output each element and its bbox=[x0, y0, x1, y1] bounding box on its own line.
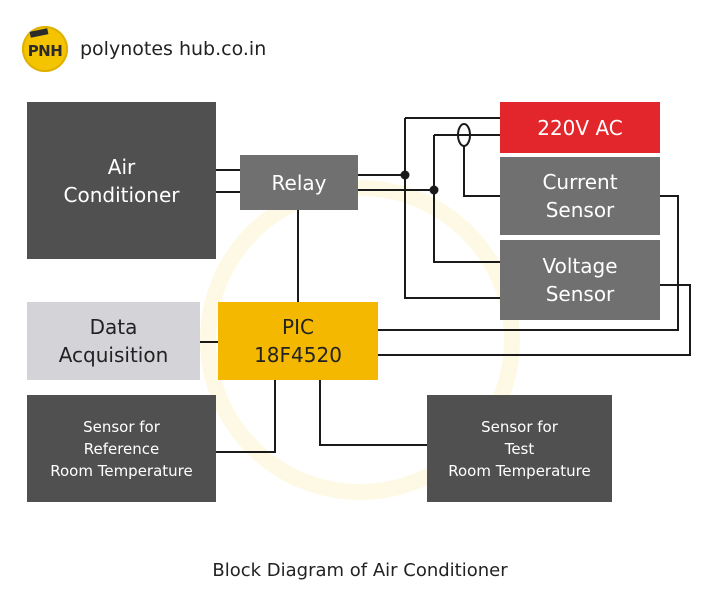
test-sensor-label-2: Test bbox=[504, 439, 535, 458]
voltage-sensor-block: Voltage Sensor bbox=[500, 240, 660, 320]
relay-block: Relay bbox=[240, 155, 358, 210]
wire-bus-right bbox=[433, 135, 500, 263]
ref-sensor-label-1: Sensor for bbox=[83, 417, 160, 436]
ac-supply-label: 220V AC bbox=[537, 115, 623, 140]
test-sensor-label-3: Room Temperature bbox=[448, 461, 591, 480]
data-acquisition-label-2: Acquisition bbox=[58, 343, 169, 367]
pic-block: PIC 18F4520 bbox=[218, 302, 378, 380]
pnh-logo: PNH bbox=[22, 26, 68, 72]
reference-temp-sensor-block: Sensor for Reference Room Temperature bbox=[27, 395, 216, 502]
pic-label-2: 18F4520 bbox=[254, 343, 342, 367]
air-conditioner-label-2: Conditioner bbox=[63, 182, 180, 207]
wire-pic-current-sensor bbox=[378, 195, 679, 331]
junction-dot-2 bbox=[429, 185, 439, 195]
voltage-sensor-label-1: Voltage bbox=[542, 254, 618, 278]
diagram-caption: Block Diagram of Air Conditioner bbox=[212, 560, 508, 581]
wire-bus-left bbox=[404, 118, 500, 299]
logo-text: PNH bbox=[27, 42, 63, 60]
test-temp-sensor-block: Sensor for Test Room Temperature bbox=[427, 395, 612, 502]
pic-label-1: PIC bbox=[282, 315, 314, 339]
voltage-sensor-label-2: Sensor bbox=[545, 282, 615, 306]
test-sensor-label-1: Sensor for bbox=[481, 417, 558, 436]
data-acquisition-label-1: Data bbox=[89, 315, 138, 339]
wire-pic-ref-sensor bbox=[216, 380, 276, 453]
current-sensor-block: Current Sensor bbox=[500, 157, 660, 235]
air-conditioner-label-1: Air bbox=[107, 154, 136, 179]
current-sensor-label-1: Current bbox=[542, 170, 618, 194]
ref-sensor-label-3: Room Temperature bbox=[50, 461, 193, 480]
current-sensor-label-2: Sensor bbox=[545, 198, 615, 222]
data-acquisition-block: Data Acquisition bbox=[27, 302, 200, 380]
ref-sensor-label-2: Reference bbox=[83, 439, 160, 458]
ac-supply-block: 220V AC bbox=[500, 102, 660, 153]
site-header: PNH polynotes hub.co.in bbox=[22, 26, 266, 72]
wire-ct-to-sensor bbox=[463, 146, 500, 197]
air-conditioner-block: Air Conditioner bbox=[27, 102, 216, 259]
site-url: polynotes hub.co.in bbox=[80, 38, 267, 60]
wire-pic-test-sensor bbox=[319, 380, 427, 446]
junction-dot-1 bbox=[400, 170, 410, 180]
wire-pic-voltage-sensor bbox=[378, 284, 691, 356]
relay-label: Relay bbox=[271, 170, 327, 195]
